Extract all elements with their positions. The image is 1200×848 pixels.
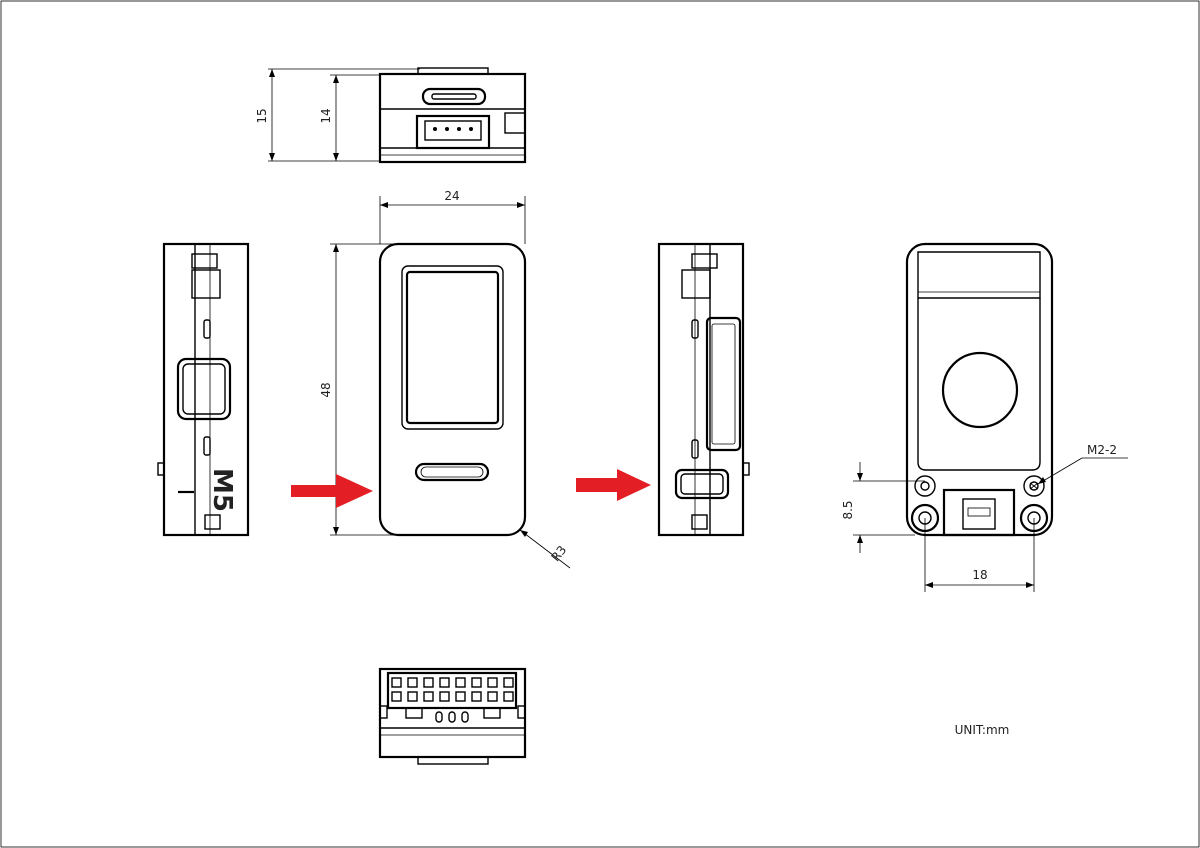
dim-14: 14 (319, 108, 333, 123)
red-arrow-left (291, 474, 373, 508)
pin-row-top (391, 677, 514, 688)
dim-48: 48 (319, 382, 333, 397)
unit-label: UNIT:mm (955, 723, 1010, 737)
upper-hole-right (1023, 475, 1045, 497)
top-view (378, 67, 527, 164)
lcd-screen-bezel (401, 265, 504, 430)
side-button (176, 357, 232, 421)
front-button (414, 462, 490, 482)
red-arrow-right (576, 469, 651, 501)
dim-8-5: 8.5 (841, 500, 855, 519)
bottom-view (378, 667, 527, 765)
side-logo: M5 (207, 468, 237, 512)
right-side-view (657, 242, 750, 537)
left-side-view: M5 (157, 242, 250, 537)
screw-spec-label: M2-2 (1087, 443, 1117, 457)
back-connector (942, 488, 1016, 537)
magnet-circle (941, 351, 1019, 429)
back-dimensions: 8.5 18 M2-2 (841, 443, 1128, 592)
pin-header (386, 671, 518, 710)
back-view (905, 242, 1054, 537)
upper-hole-left (914, 475, 936, 497)
grove-connector (415, 114, 491, 150)
front-view (378, 242, 527, 537)
dim-r3: R3 (548, 543, 569, 564)
dim-18: 18 (972, 568, 987, 582)
dim-15: 15 (255, 108, 269, 123)
pin-row-bottom (391, 691, 514, 702)
lcd-screen (405, 270, 500, 425)
side-button-right (674, 468, 730, 500)
dim-24: 24 (444, 189, 459, 203)
top-height-dimensions: 15 14 (255, 68, 420, 162)
front-dimensions: 24 48 R3 (319, 189, 571, 569)
usb-c-port (421, 87, 487, 106)
side-rail (705, 316, 742, 452)
